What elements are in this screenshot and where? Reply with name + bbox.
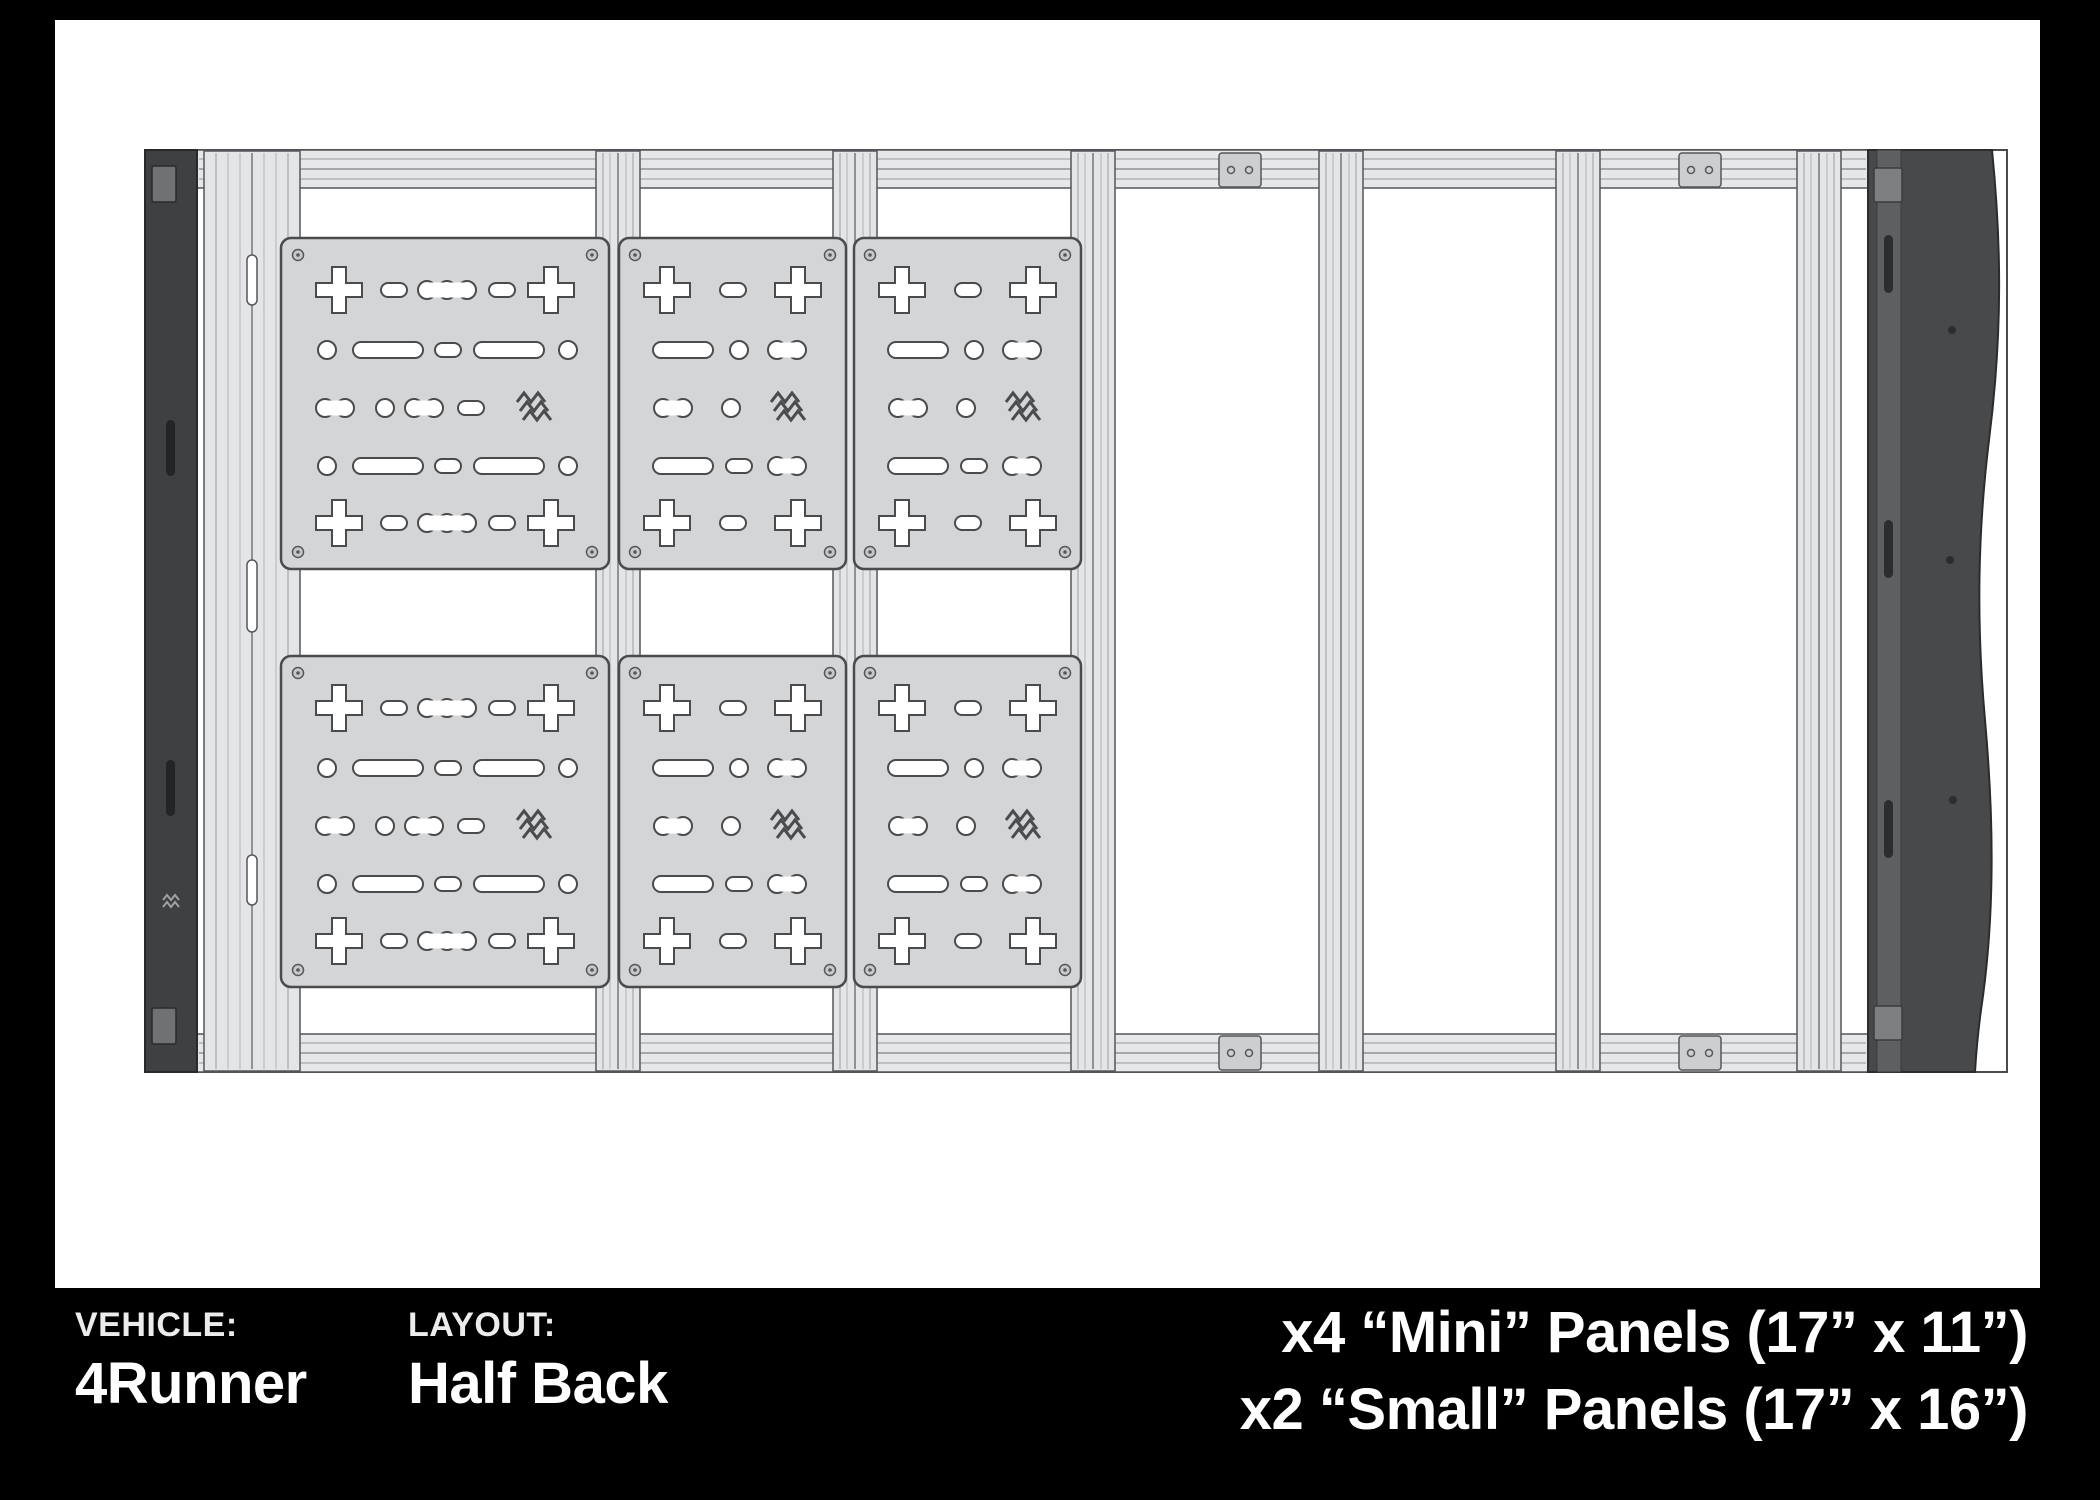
crossbar bbox=[1555, 150, 1601, 1072]
layout-value: Half Back bbox=[408, 1351, 668, 1416]
rear-rail bbox=[196, 1033, 1869, 1073]
crossbar bbox=[1318, 150, 1364, 1072]
front-rail bbox=[196, 149, 1869, 189]
vehicle-label: VEHICLE: bbox=[75, 1306, 238, 1344]
mount-bracket bbox=[1678, 1035, 1722, 1071]
small-panel bbox=[281, 656, 609, 987]
small-panels-count: x2 “Small” Panels (17” x 16”) bbox=[1239, 1377, 2029, 1442]
layout-label: LAYOUT: bbox=[408, 1306, 556, 1344]
drawing-area bbox=[55, 20, 2040, 1288]
vehicle-value: 4Runner bbox=[75, 1351, 307, 1416]
layout-spec: LAYOUT: Half Back bbox=[408, 1306, 668, 1416]
roof-rack-diagram bbox=[144, 149, 2008, 1073]
left-side-rail bbox=[144, 149, 198, 1073]
mini-panel bbox=[619, 238, 846, 569]
crossbar bbox=[1796, 150, 1842, 1072]
mount-bracket bbox=[1218, 1035, 1262, 1071]
mini-panels-count: x4 “Mini” Panels (17” x 11”) bbox=[1281, 1300, 2028, 1365]
mini-panel bbox=[619, 656, 846, 987]
panel-counts: x4 “Mini” Panels (17” x 11”) x2 “Small” … bbox=[1239, 1294, 2029, 1448]
right-wind-deflector bbox=[1867, 149, 2001, 1073]
mini-panel bbox=[854, 238, 1081, 569]
mount-bracket bbox=[1678, 152, 1722, 188]
caption-bar: VEHICLE: 4Runner LAYOUT: Half Back x4 “M… bbox=[0, 1290, 2100, 1500]
mount-bracket bbox=[1218, 152, 1262, 188]
vehicle-spec: VEHICLE: 4Runner bbox=[75, 1306, 307, 1416]
small-panel bbox=[281, 238, 609, 569]
brand-mark-small bbox=[162, 893, 180, 909]
mini-panel bbox=[854, 656, 1081, 987]
